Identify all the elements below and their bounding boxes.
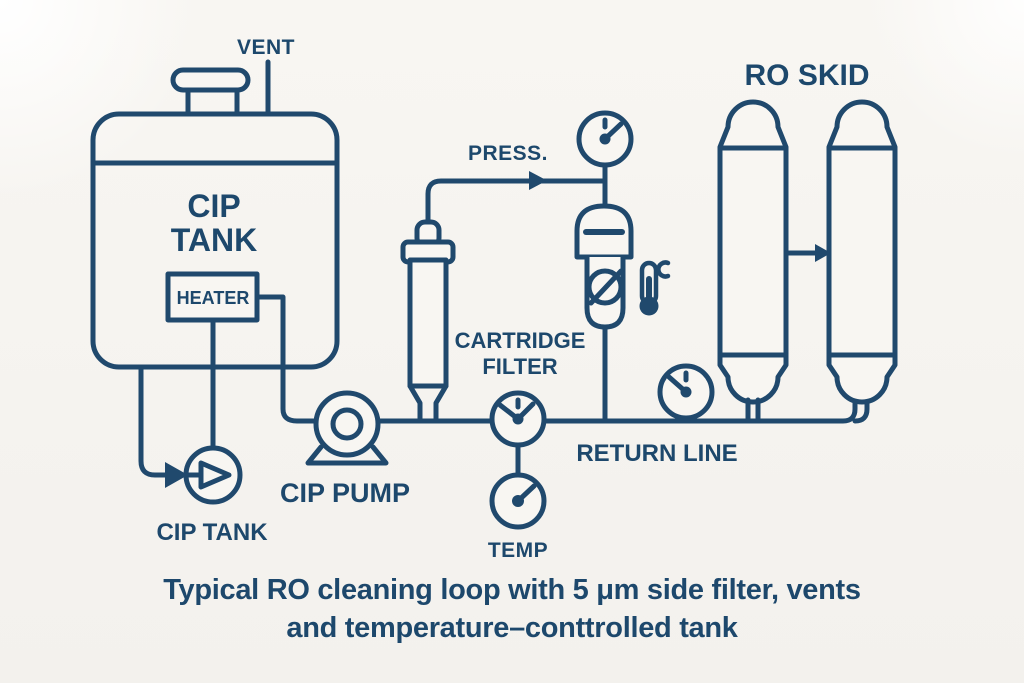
temp-gauge-icon <box>489 472 547 530</box>
side-strainer-symbol <box>574 203 634 330</box>
heater-label: HEATER <box>176 288 250 308</box>
return-line-label: RETURN LINE <box>576 440 738 467</box>
pump-suction-pipe <box>254 294 343 424</box>
cip-tank-label-line2: TANK <box>170 222 258 258</box>
ro-stage-connector <box>783 244 831 262</box>
caption-line2: and temperature–conttrolled tank <box>286 612 738 644</box>
thermometer-icon <box>639 260 671 316</box>
degree-mark <box>656 260 671 279</box>
cartridge-filter-label-line2: FILTER <box>482 354 558 379</box>
ro-vessel-left <box>717 99 789 424</box>
flow-arrow <box>165 462 188 488</box>
side-filter-top-pipe <box>425 178 608 227</box>
pressure-gauge-icon <box>576 110 634 168</box>
strainer-slash <box>588 268 624 306</box>
line-clock-gauge-icon <box>489 390 547 448</box>
vent-label: VENT <box>236 36 296 59</box>
tank-cap-neck <box>185 87 240 117</box>
return-line-pipe <box>541 396 858 424</box>
cip-tank-label-line1: CIP <box>187 188 241 224</box>
tank-cap <box>170 67 251 93</box>
heater-box <box>165 271 260 323</box>
cartridge-filter-label-line1: CARTRIDGE <box>454 328 586 353</box>
strainer-element <box>586 268 624 306</box>
check-valve-icon <box>165 445 243 505</box>
return-gauge-icon <box>657 363 715 421</box>
cip-tank-valve-label: CIP TANK <box>156 519 268 546</box>
temp-label: TEMP <box>487 539 549 562</box>
cip-pump-label: CIP PUMP <box>279 478 411 508</box>
filter-body <box>407 257 449 389</box>
ro-skid-label: RO SKID <box>744 59 870 92</box>
flow-arrow <box>529 171 547 190</box>
caption-line1: Typical RO cleaning loop with 5 μm side … <box>163 574 861 606</box>
cip-tank-vessel <box>90 67 340 370</box>
cip-pump-symbol <box>305 390 389 466</box>
vessel-nozzle <box>745 397 761 424</box>
ro-vessel-right <box>826 99 898 405</box>
return-line-hook <box>852 396 870 424</box>
flow-arrow <box>815 244 831 262</box>
pump-base <box>305 444 389 466</box>
press-label: PRESS. <box>467 142 549 165</box>
filter-nozzle <box>407 383 449 423</box>
cartridge-filter-symbol <box>400 219 456 423</box>
tank-return-pipe <box>138 364 169 478</box>
